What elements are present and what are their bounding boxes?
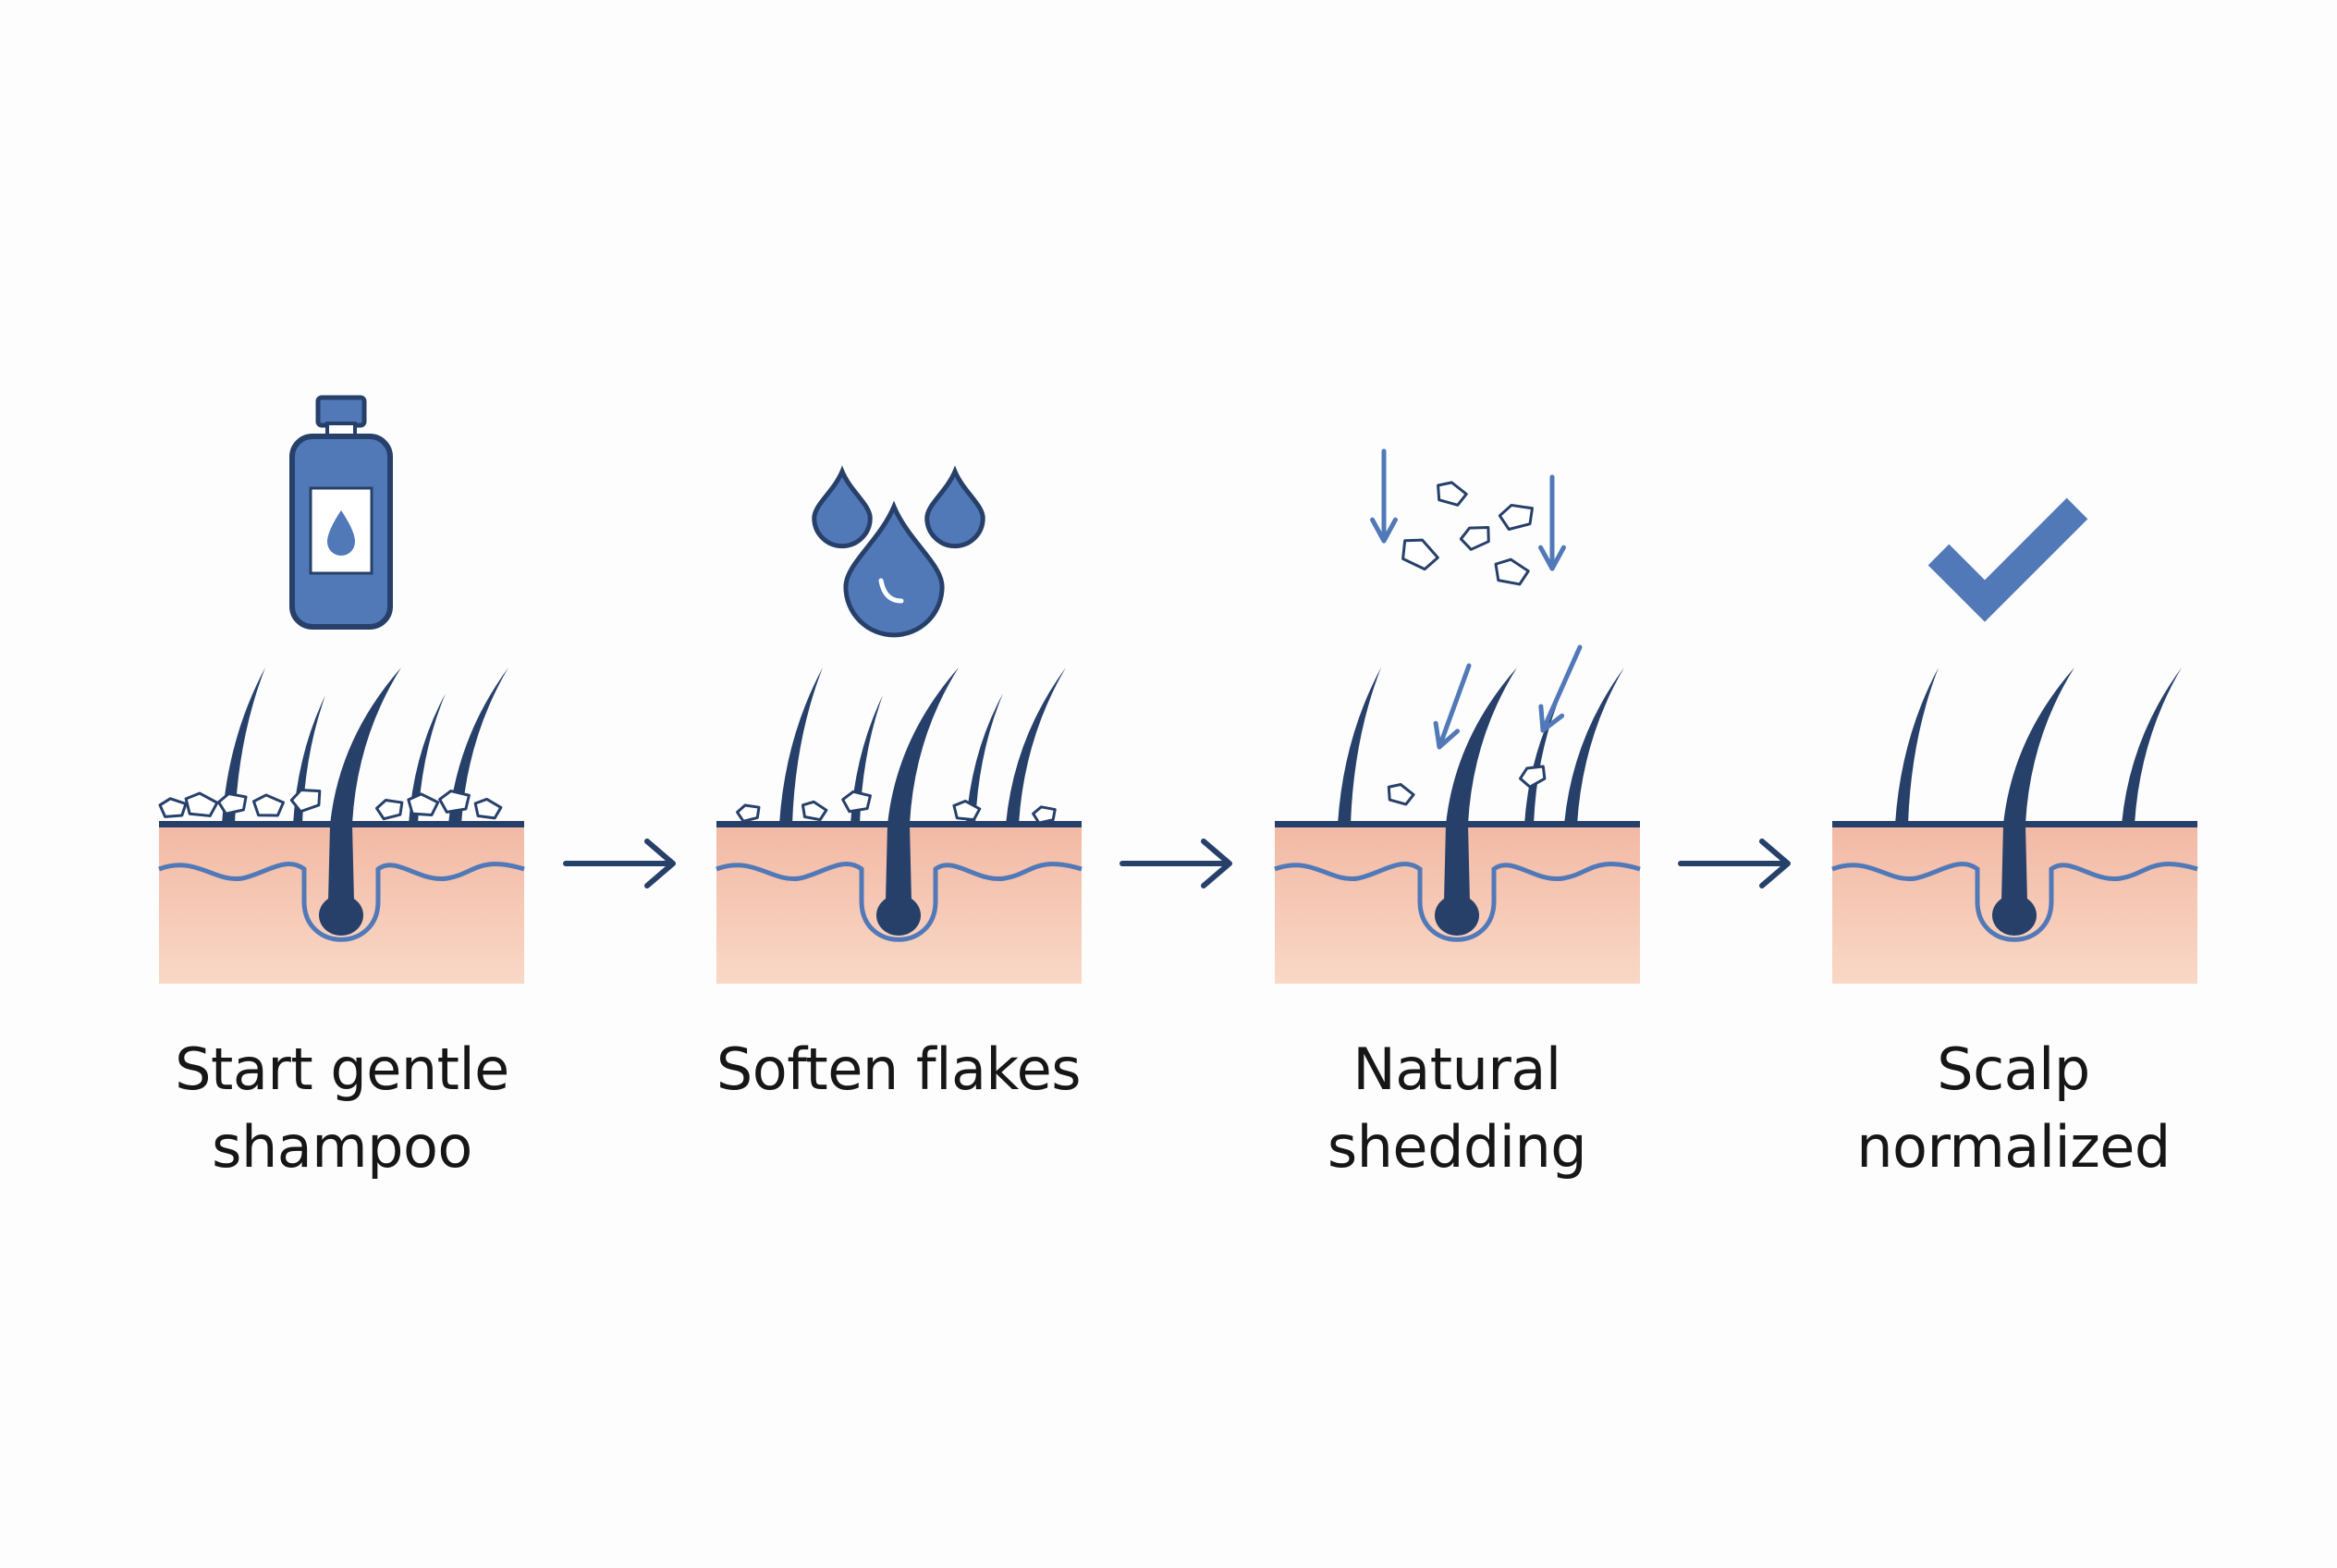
step-1-label-line-2: shampoo bbox=[212, 1113, 472, 1181]
step-3-label: Natural shedding bbox=[1198, 1031, 1716, 1186]
hair-bulb bbox=[876, 895, 921, 936]
hair-strand bbox=[2003, 668, 2074, 825]
checkmark-icon bbox=[1927, 497, 2088, 622]
dermis-line bbox=[1831, 862, 2198, 942]
step-3-panel bbox=[1274, 448, 1641, 984]
scalp-flake bbox=[801, 800, 828, 822]
right-arrow-icon bbox=[1120, 839, 1232, 888]
scalp-flake bbox=[184, 791, 219, 817]
step-1-label-line-1: Start gentle bbox=[175, 1035, 509, 1103]
step-3-label-line-2: shedding bbox=[1327, 1113, 1587, 1181]
scalp-flake bbox=[158, 797, 188, 818]
step-2-panel bbox=[716, 465, 1083, 984]
scalp-flake bbox=[1032, 805, 1057, 825]
step-2-label: Soften flakes bbox=[640, 1031, 1157, 1109]
right-arrow-icon bbox=[1678, 839, 1791, 888]
down-arrow-icon bbox=[1538, 474, 1566, 571]
hair-strand bbox=[330, 668, 401, 825]
falling-flake bbox=[1459, 526, 1490, 551]
falling-flake bbox=[1437, 481, 1468, 507]
scalp-flake bbox=[407, 792, 440, 816]
hair-strand bbox=[1006, 668, 1066, 825]
water-drop bbox=[843, 500, 945, 638]
hair-bulb bbox=[1992, 895, 2037, 936]
down-arrow-icon bbox=[1370, 448, 1398, 544]
hair-strand bbox=[2122, 668, 2182, 825]
hair-strand bbox=[966, 693, 1003, 825]
scalp-flake bbox=[374, 798, 404, 821]
falling-flake bbox=[1494, 557, 1530, 586]
dermis-line bbox=[1274, 862, 1641, 942]
water-drop bbox=[812, 465, 873, 549]
step-4-label: Scalp normalized bbox=[1755, 1031, 2272, 1186]
hair-strand bbox=[1895, 668, 1939, 825]
step-4-scalp bbox=[1831, 668, 2198, 984]
hair-strand bbox=[1564, 668, 1624, 825]
water-drop bbox=[924, 465, 985, 549]
step-1-label: Start gentle shampoo bbox=[83, 1031, 601, 1186]
scalp-flake bbox=[841, 790, 872, 814]
falling-flake bbox=[1401, 538, 1439, 571]
step-1-panel bbox=[158, 395, 525, 984]
scalp-flake bbox=[736, 803, 761, 823]
dermis-line bbox=[158, 862, 525, 942]
down-arrow-icon bbox=[1538, 644, 1583, 733]
scalp-flake bbox=[1387, 783, 1415, 806]
hair-strand bbox=[1446, 668, 1517, 825]
down-arrow-icon bbox=[1433, 663, 1472, 750]
scalp-flake bbox=[289, 788, 322, 814]
hair-strand bbox=[409, 693, 446, 825]
step-3-scalp bbox=[1274, 644, 1641, 984]
hair-bulb bbox=[319, 895, 363, 936]
step-2-label-line-1: Soften flakes bbox=[716, 1035, 1082, 1103]
step-4-panel bbox=[1831, 497, 2198, 984]
scalp-flake bbox=[217, 792, 248, 815]
step-3-label-line-1: Natural bbox=[1352, 1035, 1561, 1103]
right-arrow-icon bbox=[563, 839, 676, 888]
falling-flakes-icon bbox=[1370, 448, 1566, 586]
step-1-scalp bbox=[158, 668, 525, 984]
hair-strand bbox=[448, 668, 508, 825]
scalp-flake bbox=[1519, 765, 1547, 789]
hair-strand bbox=[1524, 693, 1561, 825]
hair-strand bbox=[222, 668, 265, 825]
scalp-flake bbox=[952, 799, 982, 822]
hair-strand bbox=[1338, 668, 1381, 825]
hair-strand bbox=[779, 668, 823, 825]
hair-bulb bbox=[1435, 895, 1479, 936]
scalp-flake bbox=[438, 790, 471, 814]
water-drops-icon bbox=[812, 465, 985, 638]
hair-strand bbox=[887, 668, 959, 825]
step-4-label-line-1: Scalp bbox=[1937, 1035, 2090, 1103]
step-4-label-line-2: normalized bbox=[1856, 1113, 2171, 1181]
dermis-line bbox=[716, 862, 1083, 942]
scalp-flake bbox=[251, 793, 285, 817]
shampoo-bottle-icon bbox=[289, 395, 393, 630]
scalp-flake bbox=[473, 797, 503, 820]
step-2-scalp bbox=[716, 668, 1083, 984]
falling-flake bbox=[1498, 503, 1534, 532]
